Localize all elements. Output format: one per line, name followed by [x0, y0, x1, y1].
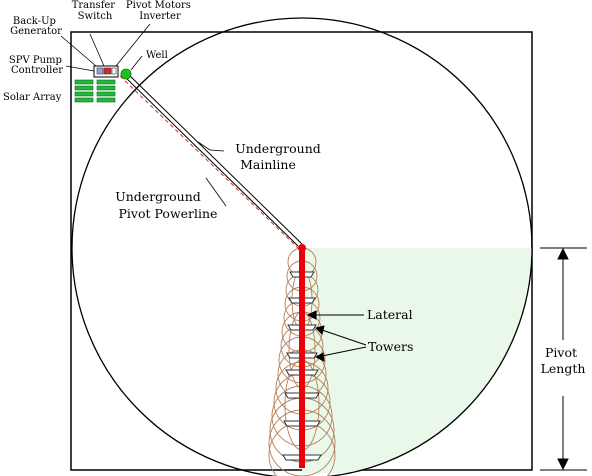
label-spv-pump-controller: SPV Pump Controller [9, 55, 65, 76]
leader-lines [60, 23, 227, 207]
pivot-length-dimension [540, 247, 587, 471]
pivot-point [298, 244, 306, 252]
label-backup-generator: Back-Up Generator [10, 16, 62, 37]
well-icon [120, 68, 132, 80]
underground-mainline [123, 72, 303, 247]
pivot-circle [71, 17, 533, 476]
label-towers: Towers [368, 339, 413, 354]
lateral-pipe [299, 246, 305, 468]
callout-arrows [306, 310, 367, 362]
irrigated-quadrant [302, 248, 532, 473]
pivot-towers [282, 271, 322, 461]
label-underground-mainline: Underground Mainline [235, 141, 325, 172]
label-lateral: Lateral [367, 307, 413, 322]
underground-pivot-powerline [119, 75, 299, 249]
solar-array-icon [74, 79, 116, 103]
label-pivot-motors-inverter: Pivot Motors Inverter [126, 0, 194, 22]
label-underground-pivot-powerline: Underground Pivot Powerline [115, 189, 217, 221]
label-solar-array: Solar Array [3, 92, 62, 103]
label-pivot-length: Pivot Length [541, 345, 586, 376]
label-transfer-switch: Transfer Switch [72, 0, 119, 22]
controller-box-icon [93, 65, 119, 78]
label-well: Well [146, 50, 168, 61]
